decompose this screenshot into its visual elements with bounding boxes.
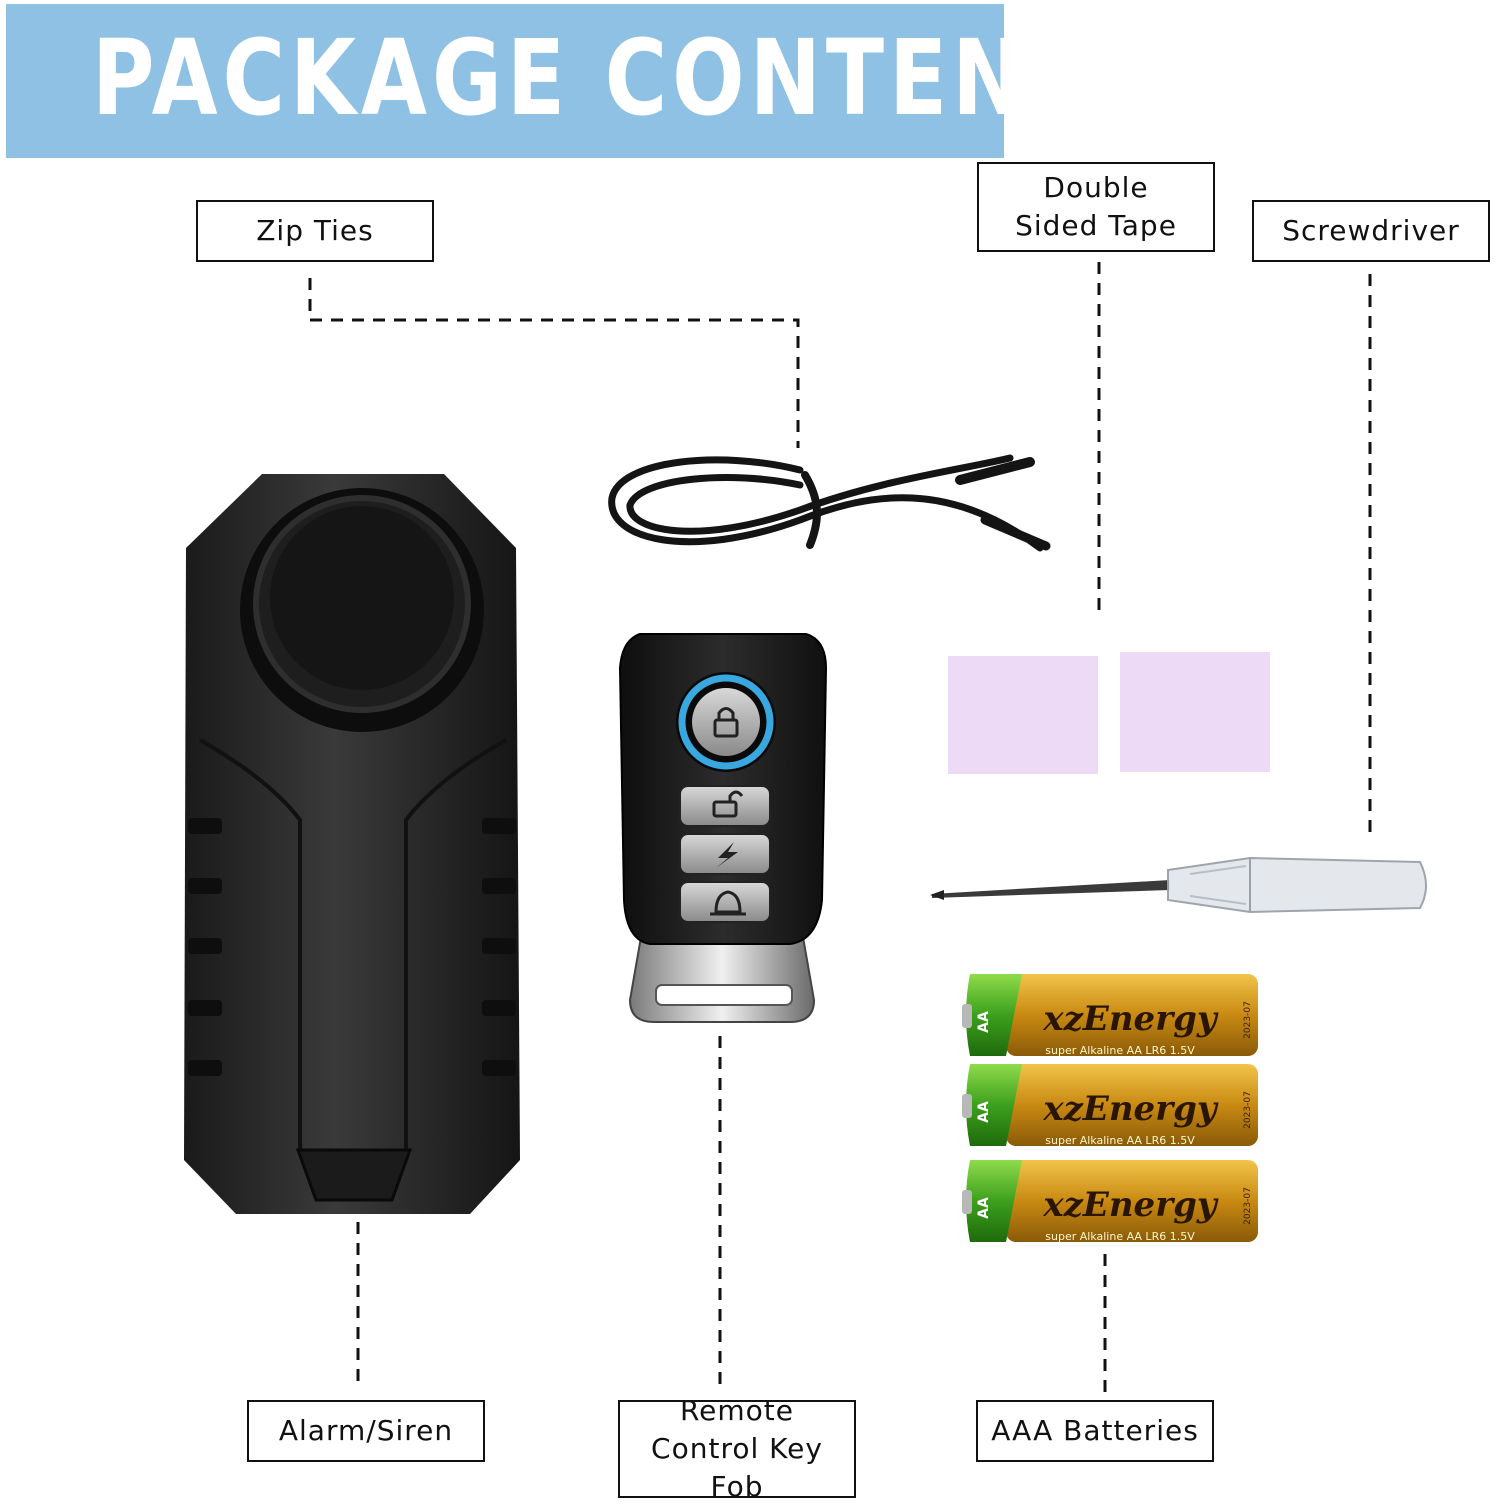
header-title: PACKAGE CONTENTS: — [92, 17, 1197, 139]
lock-icon — [713, 707, 739, 738]
label-screwdriver: Screwdriver — [1252, 200, 1490, 262]
battery-size-1: AA — [976, 1011, 992, 1033]
battery-brand-3: xzEnergy — [1042, 1185, 1219, 1225]
battery-date-3: 2023-07 — [1243, 1187, 1253, 1225]
label-alarm-siren: Alarm/Siren — [247, 1400, 485, 1462]
connector-lines — [308, 262, 1372, 1392]
battery-3: xzEnergy super Alkaline AA LR6 1.5V AA 2… — [962, 1160, 1258, 1243]
battery-subtext-1: super Alkaline AA LR6 1.5V — [1045, 1044, 1195, 1057]
tape-square-2 — [1120, 652, 1270, 772]
label-remote-control-key-fob: Remote Control Key Fob — [618, 1394, 856, 1503]
battery-subtext-2: super Alkaline AA LR6 1.5V — [1045, 1134, 1195, 1147]
label-double-sided-tape: Double Sided Tape — [977, 162, 1215, 252]
battery-date-2: 2023-07 — [1243, 1091, 1253, 1129]
battery-subtext-3: super Alkaline AA LR6 1.5V — [1045, 1230, 1195, 1243]
battery-size-3: AA — [976, 1197, 992, 1219]
battery-size-2: AA — [976, 1101, 992, 1123]
unlock-button — [679, 785, 771, 827]
zip-ties-image — [608, 454, 1051, 552]
bell-icon — [710, 890, 746, 916]
screwdriver-image — [930, 856, 1427, 914]
unlock-icon — [712, 790, 744, 818]
label-aaa-batteries: AAA Batteries — [976, 1400, 1214, 1462]
connector-zip-ties — [308, 278, 800, 448]
label-zip-ties: Zip Ties — [196, 200, 434, 262]
battery-brand-2: xzEnergy — [1042, 1089, 1219, 1129]
lightning-icon — [716, 842, 738, 868]
battery-1: xzEnergy super Alkaline AA LR6 1.5V AA 2… — [962, 974, 1258, 1057]
battery-2: xzEnergy super Alkaline AA LR6 1.5V AA 2… — [962, 1064, 1258, 1147]
header-banner: PACKAGE CONTENTS: — [6, 4, 1192, 158]
tape-square-1 — [948, 656, 1098, 774]
battery-brand-1: xzEnergy — [1042, 999, 1219, 1039]
battery-date-1: 2023-07 — [1243, 1001, 1253, 1039]
remote-key-fob-image — [618, 633, 828, 1023]
alarm-siren-image — [184, 474, 520, 1214]
bell-button — [679, 881, 771, 923]
